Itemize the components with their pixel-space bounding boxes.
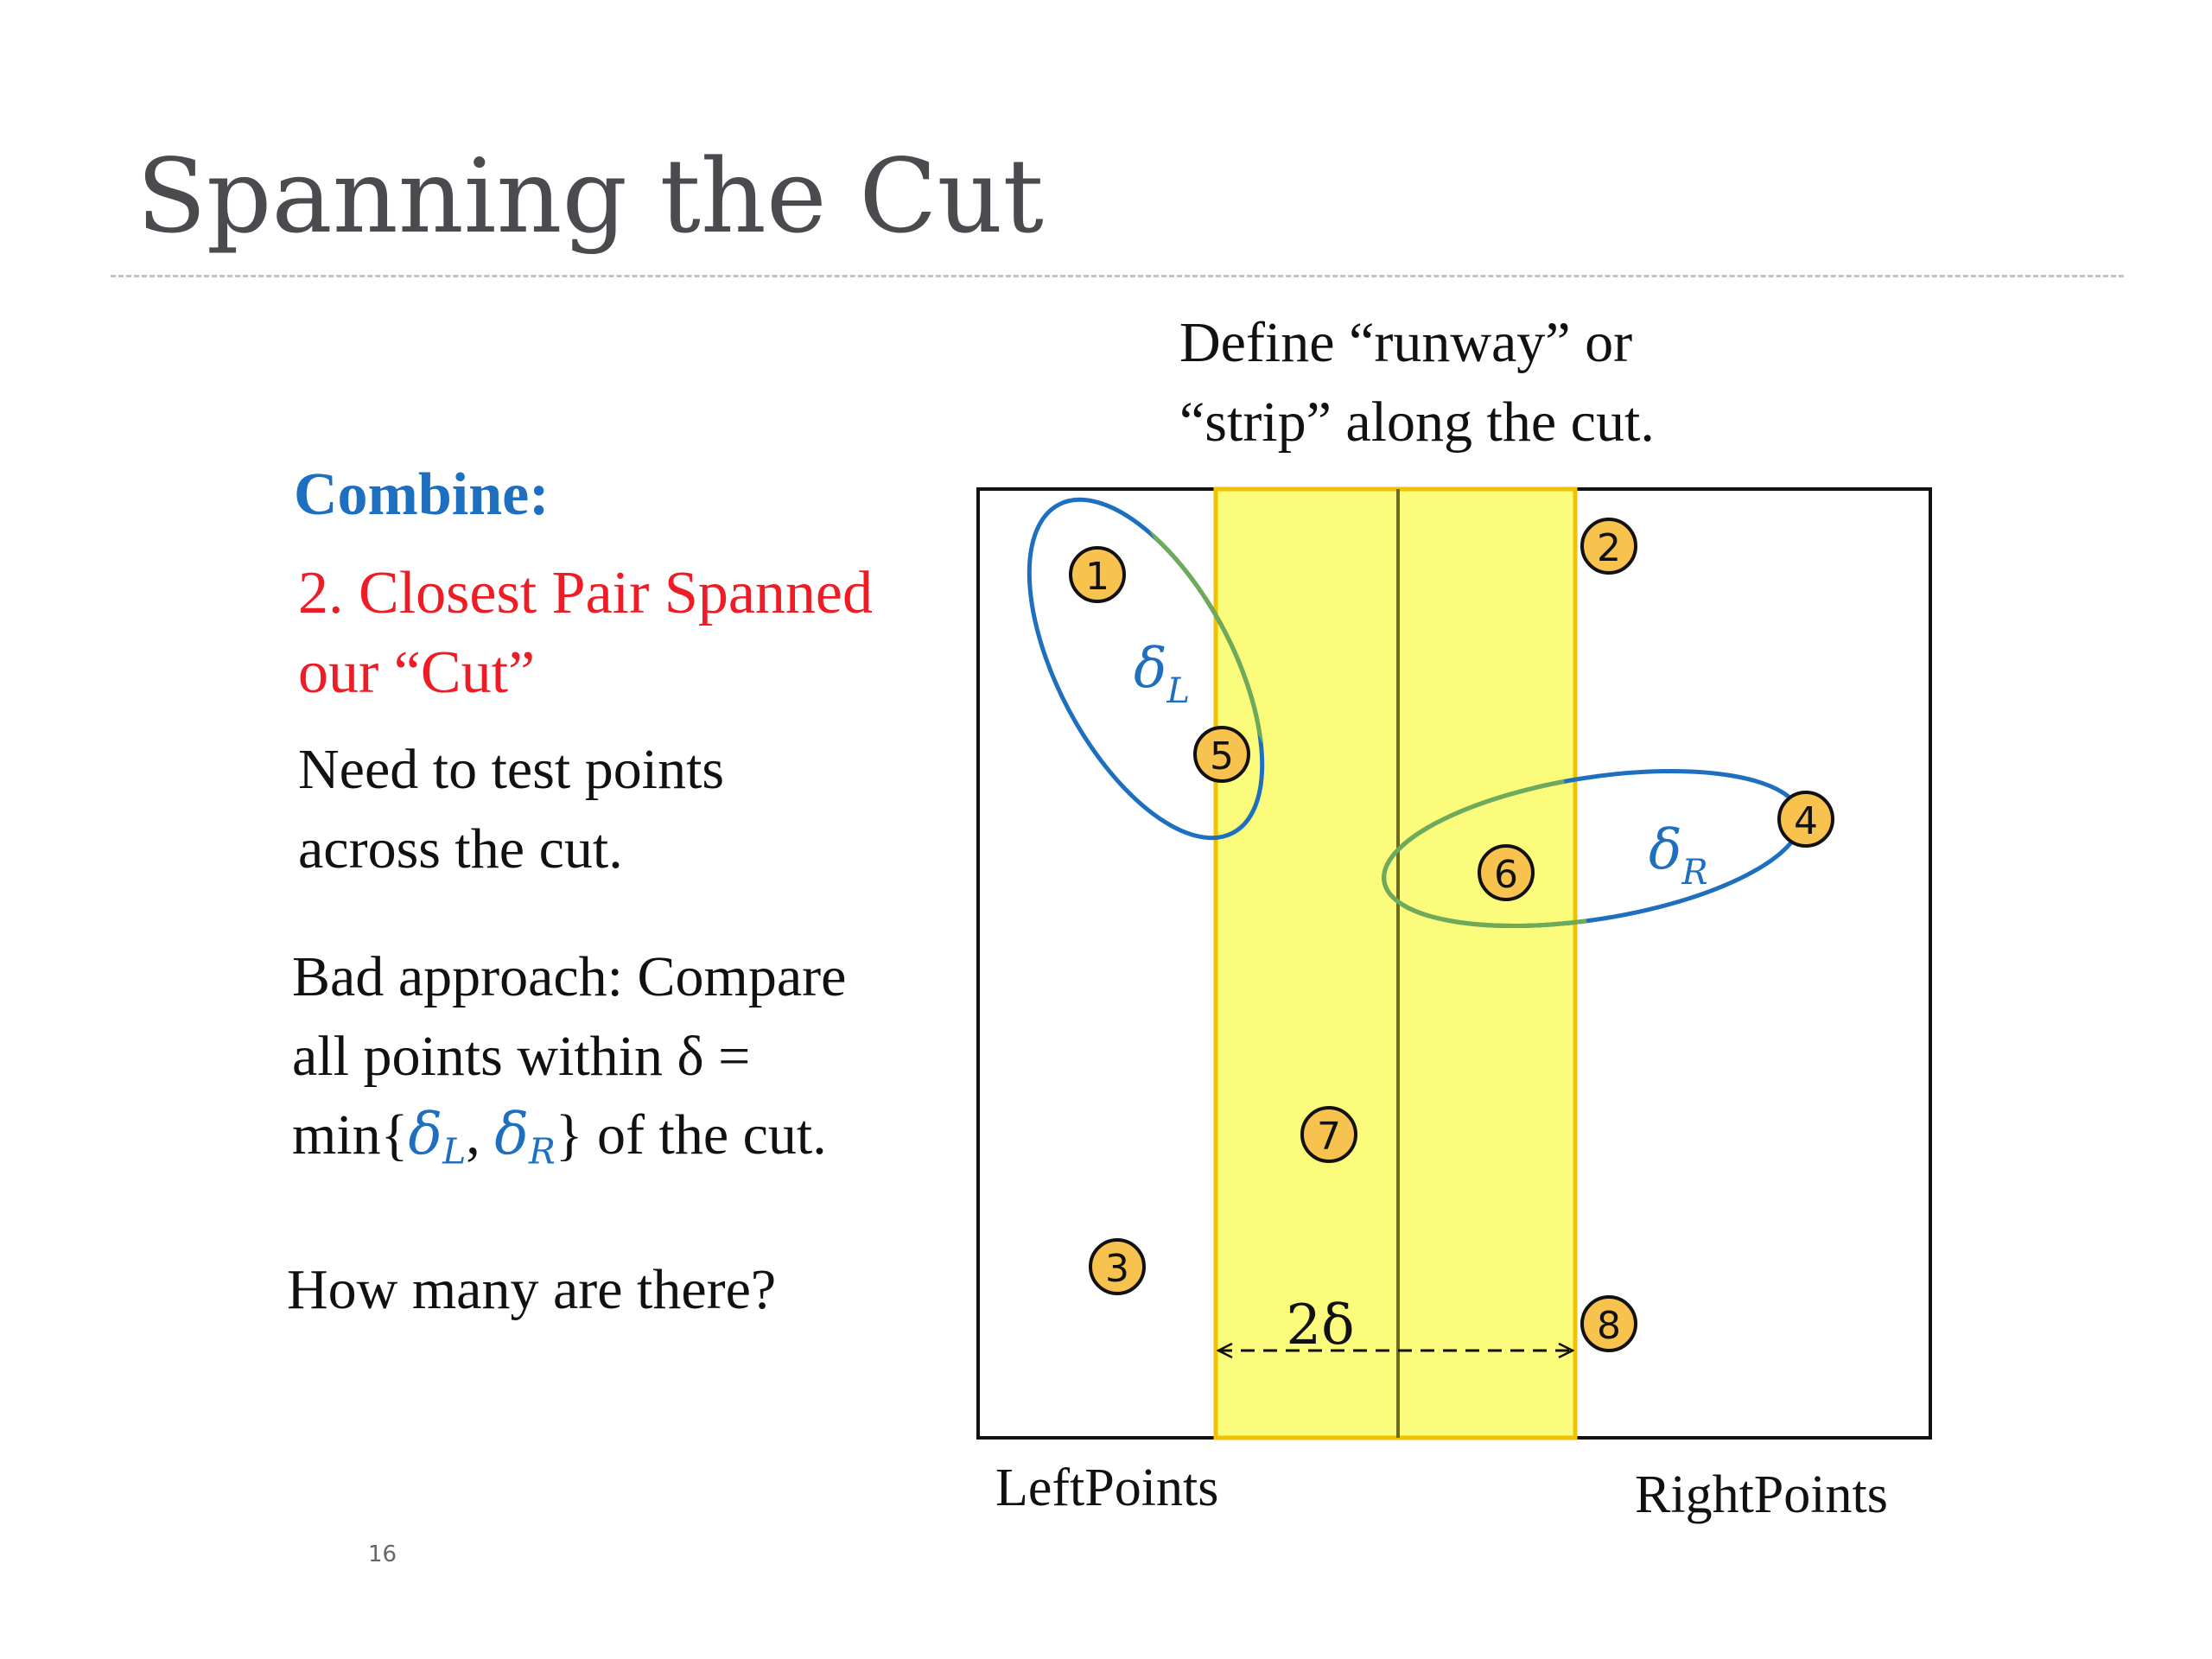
title-divider <box>111 275 2124 277</box>
point-1: 1 <box>1069 546 1126 603</box>
point-3-marker <box>1089 1238 1146 1295</box>
left-points-label: LeftPoints <box>995 1459 1218 1517</box>
delta-left-label: δL <box>1134 637 1190 711</box>
runway-strip <box>1213 486 1578 1440</box>
point-4: 4 <box>1777 791 1834 848</box>
point-2-marker <box>1580 518 1637 575</box>
step-line-1: 2. Closest Pair Spanned <box>298 560 873 626</box>
comma: , <box>466 1103 495 1166</box>
delta-right-symbol: δ <box>1649 818 1682 882</box>
point-4-marker <box>1777 791 1834 848</box>
point-8-marker <box>1580 1295 1637 1352</box>
slide-title: Spanning the Cut <box>137 137 1044 256</box>
point-7-label: 7 <box>1317 1115 1341 1159</box>
delta-r-inline-symbol: δ <box>494 1101 530 1167</box>
delta-right-label: δR <box>1649 818 1708 893</box>
combine-heading: Combine: <box>294 461 550 528</box>
bad-approach-line-2-text: all points within δ = <box>292 1025 751 1088</box>
point-8: 8 <box>1580 1295 1637 1352</box>
step-line-2: our “Cut” <box>298 639 536 706</box>
delta-left-sub: L <box>1166 671 1191 711</box>
point-6-label: 6 <box>1494 853 1518 897</box>
point-3: 3 <box>1089 1238 1146 1295</box>
define-line-2: “strip” along the cut. <box>1179 391 1655 454</box>
delta-right-sub: R <box>1681 853 1708 893</box>
how-many-question: How many are there? <box>287 1258 777 1321</box>
delta-left-symbol: δ <box>1134 637 1167 701</box>
need-line-1: Need to test points <box>298 738 725 801</box>
right-points-label: RightPoints <box>1635 1465 1888 1524</box>
bad-approach-line-3: min{δL, δR} of the cut. <box>292 1106 827 1169</box>
strip-width-label: 2δ <box>1286 1294 1354 1357</box>
min-suffix: } of the cut. <box>555 1103 827 1166</box>
point-8-label: 8 <box>1597 1304 1621 1348</box>
point-5: 5 <box>1193 726 1250 783</box>
point-4-label: 4 <box>1794 799 1818 843</box>
point-2: 2 <box>1580 518 1637 575</box>
point-5-marker <box>1193 726 1250 783</box>
delta-r-inline: δR <box>494 1101 556 1169</box>
point-3-label: 3 <box>1105 1247 1129 1291</box>
delta-l-inline-symbol: δ <box>408 1101 443 1167</box>
delta-l-inline-sub: L <box>442 1130 467 1173</box>
point-1-marker <box>1069 546 1126 603</box>
bad-approach-line-2: all points within δ = <box>292 1028 750 1085</box>
need-line-2: across the cut. <box>298 817 623 880</box>
min-prefix: min{ <box>292 1103 409 1166</box>
point-1-label: 1 <box>1085 555 1109 599</box>
point-7: 7 <box>1300 1106 1357 1163</box>
point-6-marker <box>1478 844 1535 901</box>
page-number: 16 <box>368 1541 397 1567</box>
define-line-1: Define “runway” or <box>1179 311 1632 374</box>
delta-left-ellipse <box>1027 497 1265 841</box>
delta-r-inline-sub: R <box>529 1130 556 1173</box>
point-5-label: 5 <box>1210 734 1234 779</box>
bad-approach-line-1: Bad approach: Compare <box>292 945 847 1008</box>
point-6: 6 <box>1478 844 1535 901</box>
point-2-label: 2 <box>1597 526 1621 570</box>
point-7-marker <box>1300 1106 1357 1163</box>
delta-l-inline: δL <box>408 1101 466 1169</box>
